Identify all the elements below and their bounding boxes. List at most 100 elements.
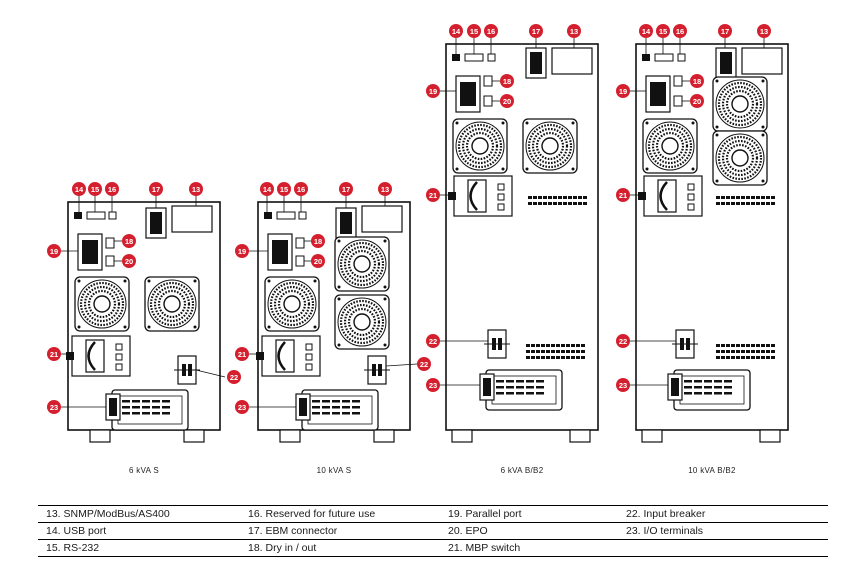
callout-15: 15 xyxy=(656,24,670,38)
legend-item-21: 21. MBP switch xyxy=(448,542,521,554)
callout-16: 16 xyxy=(105,182,119,196)
callout-18: 18 xyxy=(690,74,704,88)
legend-item-13: 13. SNMP/ModBus/AS400 xyxy=(46,508,170,520)
legend-item-22: 22. Input breaker xyxy=(626,508,706,520)
legend-item-19: 19. Parallel port xyxy=(448,508,522,520)
svg-text:18: 18 xyxy=(693,77,701,86)
unit-10kva-s xyxy=(254,201,411,443)
svg-text:14: 14 xyxy=(642,27,651,36)
unit-6kva-b xyxy=(445,43,599,443)
svg-text:21: 21 xyxy=(429,191,437,200)
svg-text:18: 18 xyxy=(503,77,511,86)
svg-text:21: 21 xyxy=(619,191,627,200)
caption-10kva-b: 10 kVA B/B2 xyxy=(688,466,736,475)
callout-14: 14 xyxy=(639,24,653,38)
svg-text:19: 19 xyxy=(238,247,246,256)
svg-text:15: 15 xyxy=(470,27,478,36)
caption-6kva-s: 6 kVA S xyxy=(129,466,159,475)
callout-15: 15 xyxy=(277,182,291,196)
callout-20: 20 xyxy=(690,94,704,108)
svg-text:20: 20 xyxy=(125,257,133,266)
svg-text:18: 18 xyxy=(125,237,133,246)
unit-6kva-s xyxy=(64,201,221,443)
callout-15: 15 xyxy=(467,24,481,38)
svg-text:17: 17 xyxy=(152,185,160,194)
callout-19: 19 xyxy=(235,244,249,258)
svg-text:19: 19 xyxy=(50,247,58,256)
svg-text:13: 13 xyxy=(570,27,578,36)
callout-21: 21 xyxy=(47,347,61,361)
legend-rule-bottom xyxy=(38,556,828,557)
svg-text:15: 15 xyxy=(280,185,288,194)
svg-text:22: 22 xyxy=(420,360,428,369)
legend-rule-2 xyxy=(38,539,828,540)
svg-text:22: 22 xyxy=(619,337,627,346)
callout-17: 17 xyxy=(149,182,163,196)
callout-17: 17 xyxy=(718,24,732,38)
callout-13: 13 xyxy=(189,182,203,196)
callout-17: 17 xyxy=(339,182,353,196)
svg-text:14: 14 xyxy=(452,27,461,36)
callout-22: 22 xyxy=(227,370,241,384)
callout-21: 21 xyxy=(235,347,249,361)
callout-13: 13 xyxy=(757,24,771,38)
callout-13: 13 xyxy=(378,182,392,196)
callout-14: 14 xyxy=(260,182,274,196)
svg-text:20: 20 xyxy=(503,97,511,106)
callout-22: 22 xyxy=(426,334,440,348)
svg-text:13: 13 xyxy=(381,185,389,194)
callout-20: 20 xyxy=(122,254,136,268)
unit-10kva-b xyxy=(635,43,789,443)
callout-13: 13 xyxy=(567,24,581,38)
svg-text:23: 23 xyxy=(619,381,627,390)
legend-item-23: 23. I/O terminals xyxy=(626,525,704,537)
callout-22: 22 xyxy=(616,334,630,348)
svg-text:14: 14 xyxy=(75,185,84,194)
svg-text:21: 21 xyxy=(238,350,246,359)
legend-item-15: 15. RS-232 xyxy=(46,542,100,554)
legend-item-16: 16. Reserved for future use xyxy=(248,508,376,520)
callout-14: 14 xyxy=(72,182,86,196)
callout-16: 16 xyxy=(673,24,687,38)
legend-rule-1 xyxy=(38,522,828,523)
svg-text:17: 17 xyxy=(532,27,540,36)
svg-text:22: 22 xyxy=(429,337,437,346)
callout-16: 16 xyxy=(484,24,498,38)
svg-text:16: 16 xyxy=(676,27,684,36)
callout-badges: 14 15 16 17 13 19 18 20 21 22 23 14 15 16 17 13 19 18 20 21… xyxy=(47,24,771,414)
legend-row: 14. USB port 17. EBM connector 20. EPO 2… xyxy=(38,523,828,539)
ups-rear-panels-diagram: 14 15 16 17 13 19 18 20 21 22 23 14 15 16 17 13 19 18 20 21… xyxy=(47,24,789,443)
svg-text:20: 20 xyxy=(693,97,701,106)
svg-text:21: 21 xyxy=(50,350,58,359)
svg-text:17: 17 xyxy=(342,185,350,194)
callout-23: 23 xyxy=(235,400,249,414)
callout-20: 20 xyxy=(500,94,514,108)
legend-row: 13. SNMP/ModBus/AS400 16. Reserved for f… xyxy=(38,506,828,522)
svg-text:22: 22 xyxy=(230,373,238,382)
callout-16: 16 xyxy=(294,182,308,196)
leader-lines xyxy=(61,38,765,408)
svg-text:13: 13 xyxy=(760,27,768,36)
caption-10kva-s: 10 kVA S xyxy=(316,466,352,475)
callout-18: 18 xyxy=(311,234,325,248)
svg-text:23: 23 xyxy=(50,403,58,412)
callout-14: 14 xyxy=(449,24,463,38)
svg-text:18: 18 xyxy=(314,237,322,246)
callout-19: 19 xyxy=(426,84,440,98)
callout-23: 23 xyxy=(47,400,61,414)
callout-22: 22 xyxy=(417,357,431,371)
callout-19: 19 xyxy=(616,84,630,98)
callout-18: 18 xyxy=(122,234,136,248)
legend-item-18: 18. Dry in / out xyxy=(248,542,317,554)
callout-21: 21 xyxy=(616,188,630,202)
svg-text:15: 15 xyxy=(91,185,99,194)
legend-item-17: 17. EBM connector xyxy=(248,525,338,537)
svg-text:16: 16 xyxy=(297,185,305,194)
svg-text:17: 17 xyxy=(721,27,729,36)
svg-text:23: 23 xyxy=(429,381,437,390)
svg-text:16: 16 xyxy=(487,27,495,36)
svg-text:13: 13 xyxy=(192,185,200,194)
legend-item-20: 20. EPO xyxy=(448,525,488,537)
svg-text:14: 14 xyxy=(263,185,272,194)
callout-19: 19 xyxy=(47,244,61,258)
